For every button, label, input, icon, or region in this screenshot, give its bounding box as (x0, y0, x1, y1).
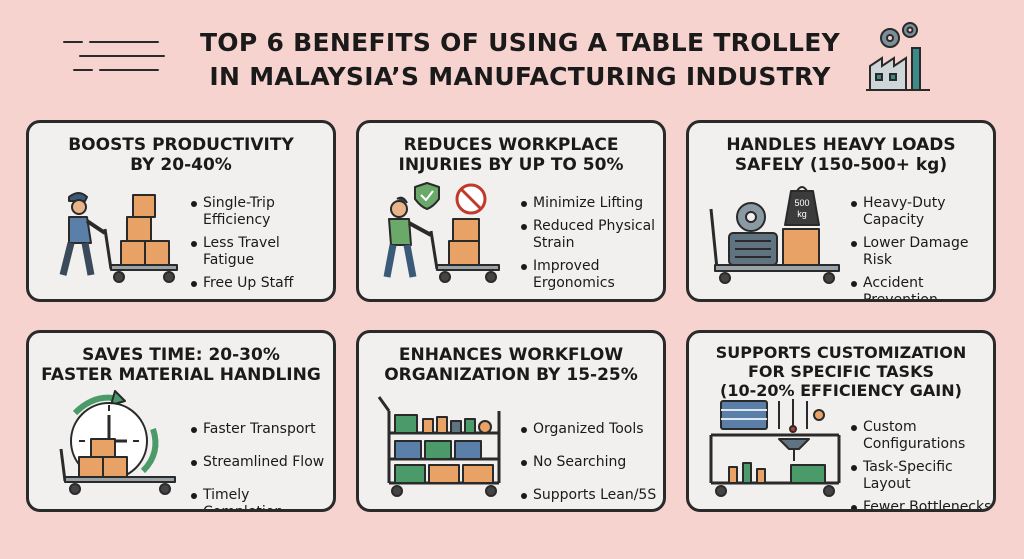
bullet-item: Supports Lean/5S (519, 487, 656, 504)
card-title: REDUCES WORKPLACE INJURIES BY UP TO 50% (398, 135, 624, 175)
clock-trolley-icon (59, 390, 176, 495)
bullet-item: Free Up Staff (189, 275, 293, 292)
bullet-item: Improved Ergonomics (519, 258, 655, 292)
heavy-load-trolley-icon: 500 kg (709, 186, 840, 284)
benefit-card-productivity: BOOSTS PRODUCTIVITY BY 20-40% Single-Tri… (26, 120, 336, 302)
custom-tool-trolley-icon (709, 399, 841, 497)
page-title: TOP 6 BENEFITS OF USING A TABLE TROLLEY … (199, 28, 841, 91)
shelf-trolley-icon (377, 396, 501, 497)
bullet-item: Organized Tools (519, 421, 656, 438)
bullet-item: Streamlined Flow (189, 454, 333, 471)
bullet-item: No Searching (519, 454, 656, 471)
weight-label-top: 500 (794, 198, 809, 208)
weight-label-unit: kg (797, 209, 807, 219)
bullet-item: Lower Damage Risk (849, 235, 993, 269)
bullet-item: Task-Specific Layout (849, 459, 991, 493)
bullet-item: Custom Configurations (849, 419, 991, 453)
benefit-card-injuries: REDUCES WORKPLACE INJURIES BY UP TO 50% … (356, 120, 666, 302)
factory-gears-icon (866, 22, 930, 91)
bullet-item: Timely Completion (189, 487, 333, 509)
bullet-item: Reduced Physical Strain (519, 218, 655, 252)
card-title: ENHANCES WORKFLOW ORGANIZATION BY 15-25% (384, 345, 638, 385)
benefit-card-customization: SUPPORTS CUSTOMIZATION FOR SPECIFIC TASK… (686, 330, 996, 512)
benefit-card-workflow: ENHANCES WORKFLOW ORGANIZATION BY 15-25% (356, 330, 666, 512)
worker-pushing-trolley-icon (59, 192, 178, 283)
bullet-item: Minimize Lifting (519, 195, 655, 212)
card-title: BOOSTS PRODUCTIVITY BY 20-40% (68, 135, 294, 175)
bullet-item: Less Travel Fatigue (189, 235, 293, 269)
card-title: SAVES TIME: 20-30% FASTER MATERIAL HANDL… (41, 345, 321, 385)
safe-worker-trolley-icon (383, 182, 500, 283)
bullet-item: Single-Trip Efficiency (189, 195, 293, 229)
benefit-card-heavy-loads: HANDLES HEAVY LOADS SAFELY (150-500+ kg)… (686, 120, 996, 302)
bullet-item: Fewer Bottlenecks (849, 499, 991, 509)
benefit-card-saves-time: SAVES TIME: 20-30% FASTER MATERIAL HANDL… (26, 330, 336, 512)
card-title: HANDLES HEAVY LOADS SAFELY (150-500+ kg) (726, 135, 956, 175)
bullet-item: Heavy-Duty Capacity (849, 195, 993, 229)
bullet-item: Accident Prevention (849, 275, 993, 299)
speed-lines-icon (63, 41, 165, 71)
card-title: SUPPORTS CUSTOMIZATION FOR SPECIFIC TASK… (715, 343, 967, 400)
bullet-item: Faster Transport (189, 421, 333, 438)
